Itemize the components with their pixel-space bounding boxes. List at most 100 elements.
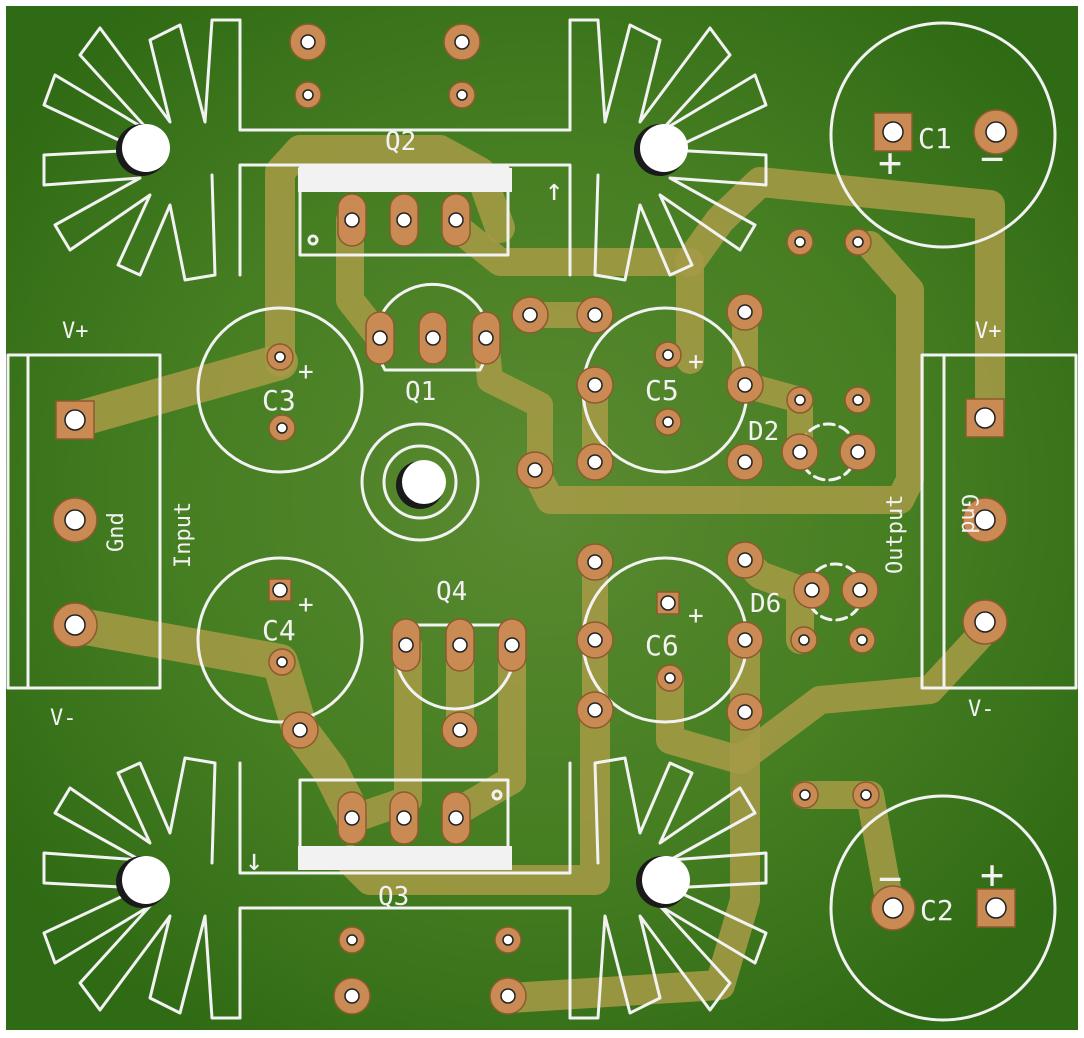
c1-minus-mark: −: [980, 136, 1004, 182]
r-pad-15-drill: [452, 722, 468, 738]
d6-pad-4-drill: [856, 634, 868, 646]
c2-link-pad-2-drill: [860, 789, 872, 801]
d6-pad-3-drill: [798, 634, 810, 646]
c1-pad-plus-drill: [882, 121, 904, 143]
heatsink-bottom: [42, 756, 768, 1020]
q3-pad-2-drill: [396, 810, 412, 826]
label-c4: C4: [262, 614, 296, 647]
q4-pad-2-drill: [452, 637, 468, 653]
trace-q4-right: [446, 631, 526, 824]
output-pad-vminus-drill: [974, 611, 996, 633]
label-c6: C6: [645, 629, 679, 662]
q2-outline: [298, 166, 512, 257]
c2-plus-mark: +: [980, 852, 1004, 898]
label-d6: D6: [750, 589, 781, 619]
output-pad-vplus-drill: [974, 407, 996, 429]
c2-link-pad-1-drill: [799, 789, 811, 801]
c2-outline: [829, 794, 1057, 1022]
c6-pad-plus-drill: [660, 595, 676, 611]
q3-pad-small-left-drill: [346, 934, 358, 946]
heatsink-top: [42, 18, 768, 282]
c1-outline: [829, 21, 1057, 249]
q2-pad-3-drill: [448, 212, 464, 228]
label-c2: C2: [920, 894, 954, 927]
q3-outline: [298, 778, 512, 870]
q1-pad-3-drill: [478, 330, 494, 346]
output-pad-gnd-drill: [974, 509, 996, 531]
input-pad-gnd-drill: [64, 509, 86, 531]
q3-orientation-arrow: ↓: [245, 843, 263, 878]
d6-pad-2-drill: [852, 582, 868, 598]
c4-pad-minus-drill: [276, 656, 288, 668]
q2-orientation-arrow: ↑: [545, 173, 563, 208]
r-pad-12-drill: [737, 552, 753, 568]
c2-pad-plus-drill: [985, 897, 1007, 919]
c4-plus-mark: +: [298, 590, 314, 620]
input-pad-vminus-drill: [64, 614, 86, 636]
q2-pad-1-drill: [344, 212, 360, 228]
c1-pad-minus-drill: [985, 121, 1007, 143]
component-pads: [52, 23, 1019, 1015]
c2-pad-minus-drill: [882, 897, 904, 919]
r-pad-1-drill: [522, 307, 538, 323]
label-vminus-right: V-: [968, 697, 995, 722]
r-pad-5-drill: [527, 462, 543, 478]
misc-pad-1-drill: [794, 236, 806, 248]
label-d2: D2: [748, 417, 779, 447]
misc-pad-2-drill: [852, 236, 864, 248]
trace-input-vplus: [57, 344, 298, 438]
c2-minus-mark: −: [878, 856, 902, 902]
r-pad-6-drill: [737, 304, 753, 320]
d2-pad-3-drill: [792, 444, 808, 460]
r-pad-2-drill: [587, 307, 603, 323]
q1-pad-1-drill: [372, 330, 388, 346]
trace-c1-output: [675, 167, 1005, 433]
q2-pad-top-left-drill: [300, 34, 316, 50]
d2-pad-1-drill: [794, 394, 806, 406]
c5-pad-minus-drill: [662, 416, 674, 428]
q2-pad-2-drill: [396, 212, 412, 228]
c1-plus-mark: +: [878, 140, 902, 186]
input-connector-outline: [6, 353, 162, 690]
r-pad-4-drill: [587, 454, 603, 470]
center-mount-inner-ring: [382, 444, 458, 520]
r-pad-8-drill: [737, 454, 753, 470]
q2-pad-small-right-drill: [456, 89, 468, 101]
c3-pad-minus-drill: [276, 422, 288, 434]
label-vplus-right: V+: [975, 319, 1002, 344]
c5-pad-plus-drill: [662, 349, 674, 361]
r-pad-13-drill: [737, 632, 753, 648]
label-vminus-left: V-: [50, 706, 77, 731]
c6-plus-mark: +: [688, 601, 704, 631]
d2-pad-4-drill: [850, 444, 866, 460]
q3-pad-small-right-drill: [502, 934, 514, 946]
silkscreen-labels: Q2 Q1 Q4 Q3 C3 C4 C5 C6 C1 C2 D2 D6 V+ V…: [50, 122, 1004, 927]
r-pad-16-drill: [292, 722, 308, 738]
c5-plus-mark: +: [688, 347, 704, 377]
r-pad-9-drill: [587, 554, 603, 570]
label-q2: Q2: [385, 127, 416, 157]
label-q3: Q3: [378, 882, 409, 912]
q2-pad-top-right-drill: [454, 34, 470, 50]
label-c5: C5: [645, 374, 679, 407]
trace-d2-link: [732, 299, 813, 465]
center-mount-ring: [360, 422, 480, 542]
q4-pad-1-drill: [398, 637, 414, 653]
c6-pad-minus-drill: [664, 672, 676, 684]
label-gnd-right: Gnd: [956, 494, 981, 534]
r-pad-14-drill: [737, 704, 753, 720]
input-pad-vplus-drill: [64, 409, 86, 431]
q3-pad-bottom-left-drill: [344, 988, 360, 1004]
q4-pad-3-drill: [504, 637, 520, 653]
label-q1: Q1: [405, 377, 436, 407]
d6-pad-1-drill: [804, 582, 820, 598]
c4-pad-plus-drill: [272, 582, 288, 598]
label-c1: C1: [918, 122, 952, 155]
c3-plus-mark: +: [298, 357, 314, 387]
output-connector-outline: [920, 353, 1078, 690]
q3-pad-bottom-right-drill: [500, 988, 516, 1004]
trace-output-feedback: [521, 231, 924, 514]
q3-pad-1-drill: [344, 810, 360, 826]
